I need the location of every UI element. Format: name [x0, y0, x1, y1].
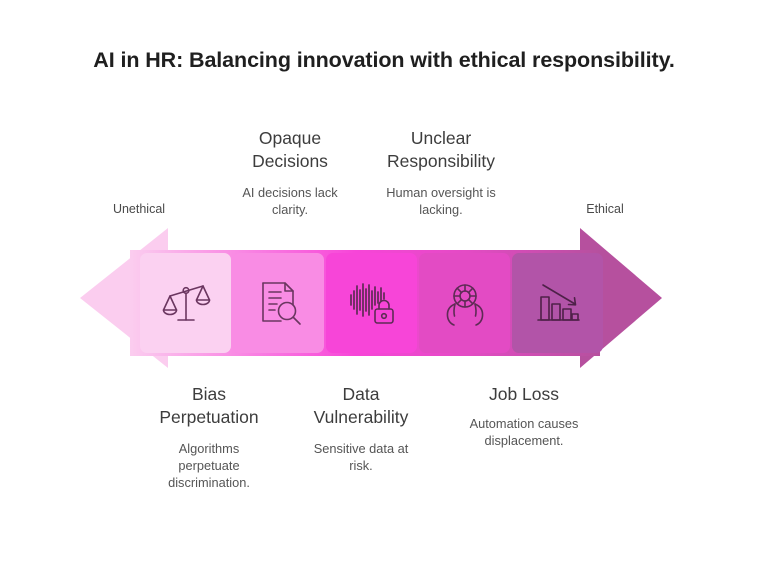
document-search-icon	[261, 282, 301, 325]
tile-unclear-responsibility[interactable]	[419, 253, 510, 353]
axis-label-unethical: Unethical	[112, 202, 166, 216]
step-title: Job Loss	[488, 384, 560, 404]
step-description: Automation causes displacement.	[469, 416, 579, 448]
step-label-data-vulnerability: Data Vulnerability Sensitive data at ris…	[277, 383, 445, 474]
step-label-bias-perpetuation: Bias Perpetuation Algorithms perpetuate …	[125, 383, 293, 491]
page-title: AI in HR: Balancing innovation with ethi…	[93, 48, 675, 72]
step-title: Opaque Decisions	[252, 128, 328, 171]
step-description: Algorithms perpetuate discrimination.	[168, 441, 250, 490]
step-description: Human oversight is lacking.	[386, 185, 496, 217]
tile-bias-perpetuation[interactable]	[140, 253, 231, 353]
step-description: AI decisions lack clarity.	[242, 185, 338, 217]
step-title: Bias Perpetuation	[159, 384, 259, 427]
step-description: Sensitive data at risk.	[313, 441, 409, 473]
step-title: Unclear Responsibility	[387, 128, 495, 171]
declining-bar-chart-icon	[536, 284, 580, 321]
axis-label-ethical: Ethical	[586, 202, 624, 216]
balance-scales-icon	[162, 285, 210, 321]
tile-opaque-decisions[interactable]	[233, 253, 324, 353]
step-title: Data Vulnerability	[313, 384, 409, 427]
tile-job-loss[interactable]	[512, 253, 603, 353]
step-label-job-loss: Job Loss Automation causes displacement.	[440, 383, 608, 449]
hands-lifebuoy-icon	[446, 284, 483, 326]
tile-data-vulnerability[interactable]	[326, 253, 417, 353]
waveform-lock-icon	[349, 283, 394, 324]
step-label-opaque-decisions: Opaque Decisions AI decisions lack clari…	[206, 127, 374, 218]
step-label-unclear-responsibility: Unclear Responsibility Human oversight i…	[357, 127, 525, 218]
